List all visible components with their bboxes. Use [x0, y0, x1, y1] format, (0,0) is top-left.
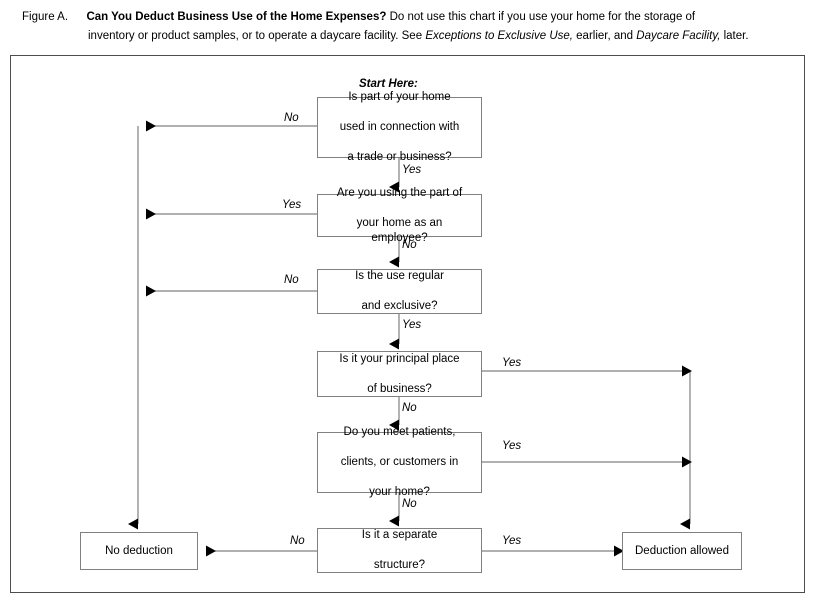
node-using-home-as-employee: Are you using the part of your home as a…: [317, 187, 482, 244]
caption-end-text: later.: [720, 30, 749, 42]
edge-label-patients-yes: Yes: [502, 440, 522, 452]
caption-desc-1: Do not use this chart if you use your ho…: [386, 11, 696, 23]
edge-label-separate-no: No: [290, 535, 305, 547]
node-employee-line-2: your home as an employee?: [356, 216, 443, 244]
edge-label-regular-no: No: [284, 274, 299, 286]
edge-label-separate-yes: Yes: [502, 535, 522, 547]
caption-see-word: See: [401, 30, 426, 42]
edge-label-start-no: No: [284, 112, 299, 124]
node-principal-line-1: Is it your principal place: [339, 352, 460, 365]
node-employee-line-1: Are you using the part of: [336, 186, 463, 199]
figure-label: Figure A.: [22, 11, 69, 23]
edge-label-regular-yes: Yes: [402, 319, 422, 331]
edge-label-employee-no: No: [402, 239, 417, 251]
caption-reference-exceptions: Exceptions to Exclusive Use,: [425, 30, 573, 42]
node-separate-line-2: structure?: [373, 559, 426, 571]
caption-mid-text: earlier, and: [572, 30, 637, 42]
figure-caption: Figure A. Can You Deduct Business Use of…: [0, 0, 814, 55]
caption-desc-2: inventory or product samples, or to oper…: [88, 30, 402, 42]
edge-label-principal-no: No: [402, 402, 417, 414]
node-regular-line-2: and exclusive?: [361, 300, 438, 312]
edge-label-start-yes: Yes: [402, 164, 422, 176]
node-principal-line-2: of business?: [367, 382, 432, 395]
caption-line-1: Figure A. Can You Deduct Business Use of…: [22, 10, 695, 24]
node-is-it-a-separate-structure: Is it a separate structure?: [317, 528, 482, 573]
node-no-deduction: No deduction: [80, 532, 198, 570]
node-no-deduction-label: No deduction: [105, 544, 173, 557]
caption-line-2: inventory or product samples, or to oper…: [88, 29, 749, 43]
figure-title: Can You Deduct Business Use of the Home …: [86, 11, 387, 23]
node-regular-line-1: Is the use regular: [355, 270, 444, 282]
node-principal-place-of-business: Is it your principal place of business?: [317, 351, 482, 397]
caption-reference-daycare: Daycare Facility,: [636, 30, 721, 42]
node-meet-patients-clients-customers: Do you meet patients, clients, or custom…: [317, 426, 482, 498]
node-patients-line-2: clients, or customers in: [340, 456, 459, 468]
node-separate-line-1: Is it a separate: [361, 529, 438, 541]
edge-label-employee-yes: Yes: [282, 199, 302, 211]
node-patients-line-1: Do you meet patients,: [343, 426, 456, 438]
start-here-label: Start Here:: [359, 78, 418, 90]
node-deduction-allowed-label: Deduction allowed: [635, 544, 729, 557]
node-patients-line-3: your home?: [369, 486, 430, 498]
node-start-line-2: used in connection with: [339, 121, 460, 133]
node-is-part-of-home-used-for-business: Is part of your home used in connection …: [317, 91, 482, 163]
node-deduction-allowed: Deduction allowed: [622, 532, 742, 570]
node-start-line-1: Is part of your home: [348, 91, 451, 103]
edge-label-principal-yes: Yes: [502, 357, 522, 369]
node-start-line-3: a trade or business?: [347, 151, 452, 163]
edge-label-patients-no: No: [402, 498, 417, 510]
node-use-regular-and-exclusive: Is the use regular and exclusive?: [317, 269, 482, 314]
